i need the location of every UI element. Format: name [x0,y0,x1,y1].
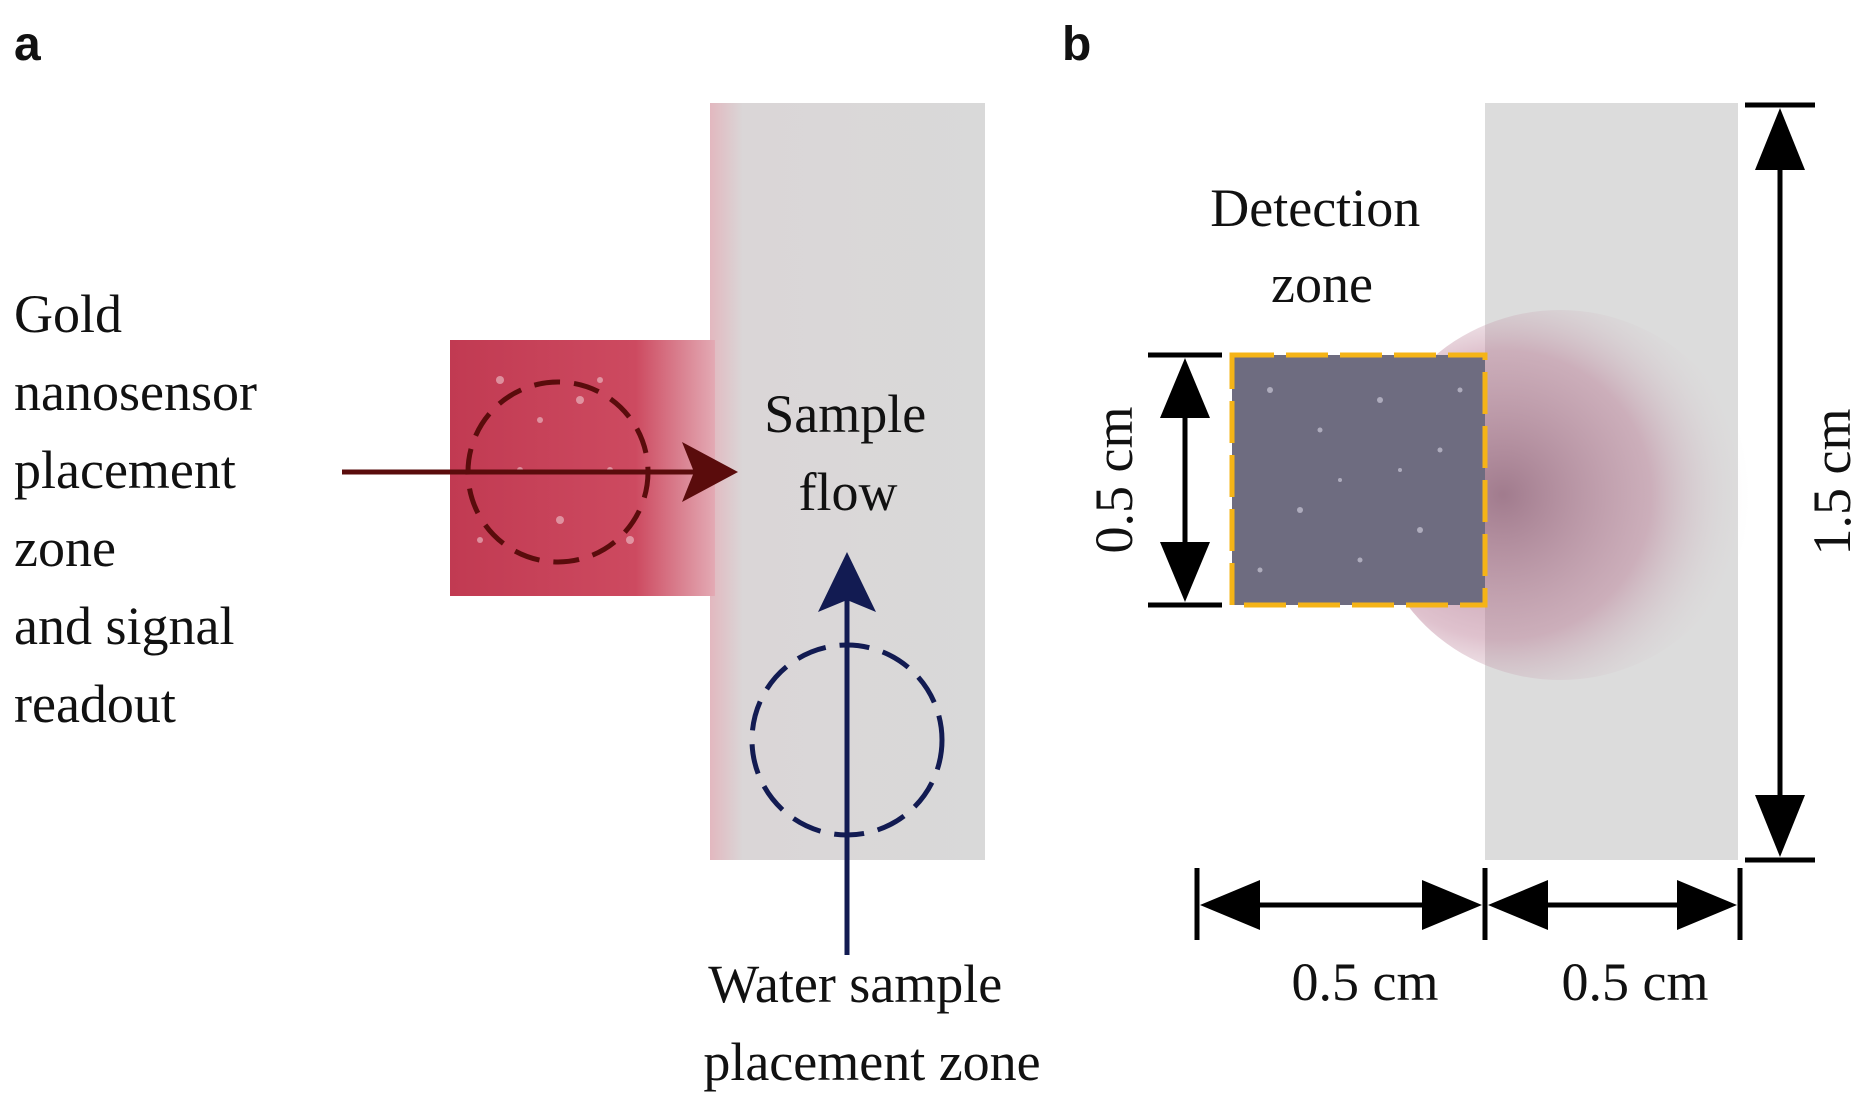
dim-strip-height-arrowhead-top [1755,108,1805,170]
panel-label-a: a [14,18,41,71]
dim-detection-width-arrowhead-right [1422,880,1482,930]
detection-zone-label: Detection zone [1210,178,1433,314]
dim-detection-height-label: 0.5 cm [1084,407,1144,554]
dim-strip-height-arrowhead-bottom [1755,795,1805,857]
dim-detection-height-arrowhead-top [1160,358,1210,418]
dim-strip-height-label: 1.5 cm [1802,409,1862,556]
detection-zone-border [1229,352,1488,608]
detection-zone-label-line: zone [1271,254,1373,314]
gold-zone-label-line: nanosensor [14,362,257,422]
sample-flow-label-line: Sample [764,384,926,444]
detection-zone-texture [1257,387,1463,573]
dim-strip-width-arrowhead-left [1488,880,1548,930]
dim-strip-width-arrowhead-right [1677,880,1737,930]
gold-zone-label-line: placement [14,440,236,500]
water-sample-label-line: Water sample [708,954,1002,1014]
gold-zone-label-line: readout [14,674,176,734]
gold-zone-label-line: and signal [14,596,234,656]
sample-flow-label: Sample flow [764,384,939,522]
dim-strip-height [1745,102,1815,863]
water-flow-arrowhead [818,552,876,612]
water-sample-label-line: placement zone [703,1032,1040,1092]
gold-zone-arrowhead [682,442,738,502]
gold-nanosensor-pad [450,340,715,596]
detection-zone-label-line: Detection [1210,178,1420,238]
gold-zone-label-line: Gold [14,284,122,344]
dim-widths [1194,868,1743,940]
gold-zone-label: Gold nanosensor placement zone and signa… [14,284,270,734]
panel-label-b: b [1062,18,1091,71]
dim-detection-width-arrowhead-left [1200,880,1260,930]
dim-detection-height-arrowhead-bottom [1160,542,1210,602]
dim-detection-height [1148,352,1222,608]
water-sample-label: Water sample placement zone [703,954,1040,1092]
detection-zone [1232,355,1485,605]
dim-detection-width-label: 0.5 cm [1292,952,1439,1012]
dim-strip-width-label: 0.5 cm [1562,952,1709,1012]
sample-flow-label-line: flow [799,462,898,522]
gold-zone-label-line: zone [14,518,116,578]
